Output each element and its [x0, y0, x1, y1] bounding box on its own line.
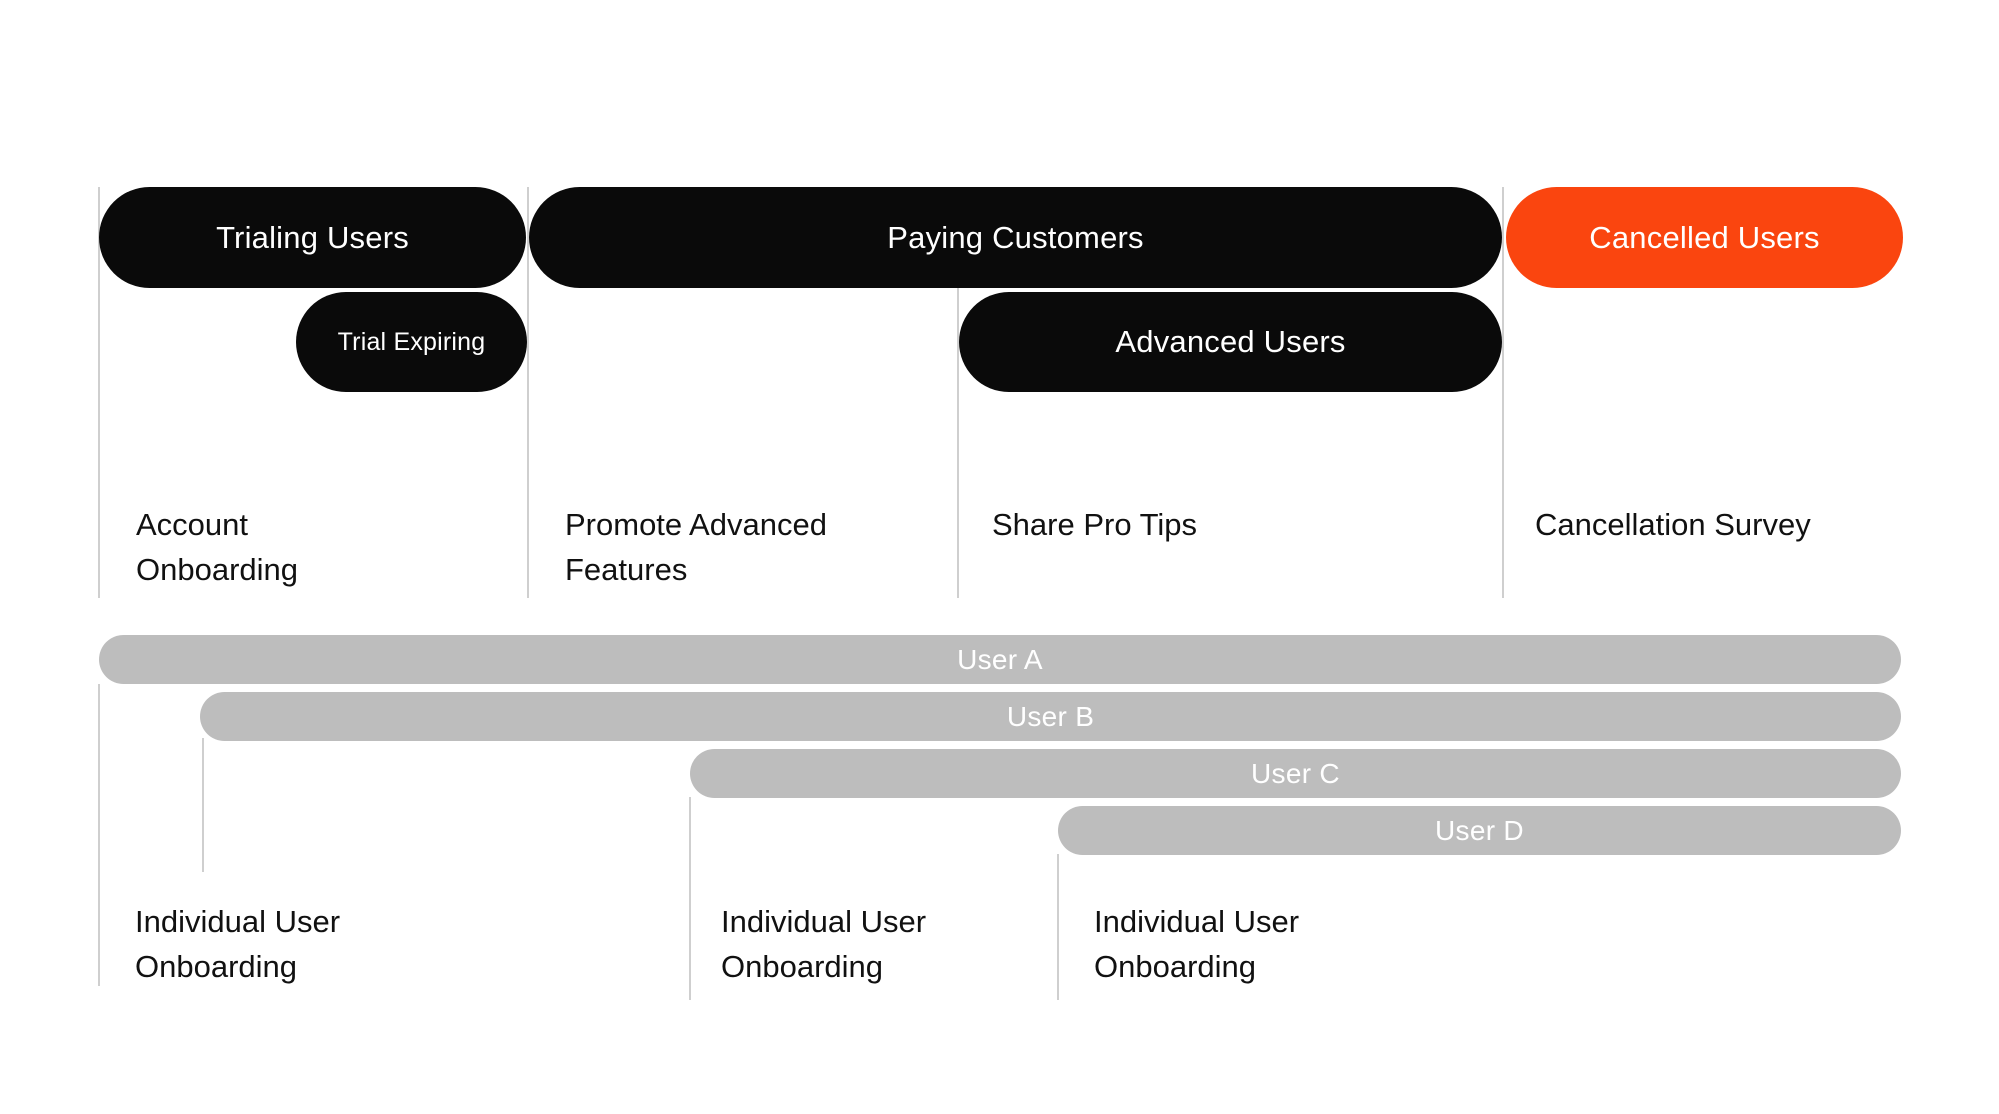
user-timeline-bar-b-label: User B [1006, 700, 1095, 732]
segment-pill-paying-customers[interactable]: Paying Customers [529, 187, 1502, 288]
segment-pill-advanced-users-label: Advanced Users [1115, 324, 1346, 359]
user-timeline-bar-a[interactable]: User A [99, 635, 1901, 684]
user-timeline-bar-b[interactable]: User B [200, 692, 1901, 741]
playbook-label-individual-onboarding-3: Individual User Onboarding [1094, 904, 1300, 984]
playbook-label-cancellation-survey: Cancellation Survey [1535, 507, 1811, 542]
playbook-label-account-onboarding: Account Onboarding [136, 507, 299, 587]
user-timeline-bar-c[interactable]: User C [690, 749, 1901, 798]
user-timeline-bar-a-label: User A [957, 643, 1043, 675]
playbook-label-individual-onboarding-1: Individual User Onboarding [135, 904, 341, 984]
segment-pill-trialing-users-label: Trialing Users [216, 219, 409, 255]
connector-line-user-b [202, 738, 204, 872]
connector-line-cancelled [1502, 187, 1504, 598]
user-timeline-bar-d[interactable]: User D [1058, 806, 1901, 855]
connector-line-user-a [98, 684, 100, 986]
playbook-label-share-pro-tips: Share Pro Tips [992, 507, 1198, 542]
playbook-label-individual-onboarding-2: Individual User Onboarding [721, 904, 927, 984]
segment-pill-trial-expiring[interactable]: Trial Expiring [296, 292, 527, 392]
segment-pill-paying-customers-label: Paying Customers [887, 219, 1144, 255]
connector-line-advanced [957, 187, 959, 598]
connector-line-user-c [689, 797, 691, 1000]
connector-line-user-d [1057, 854, 1059, 1000]
segment-pill-trial-expiring-label: Trial Expiring [337, 327, 486, 356]
segment-pill-advanced-users[interactable]: Advanced Users [959, 292, 1502, 392]
connector-line-paying [527, 187, 529, 598]
user-timeline-bar-c-label: User C [1251, 757, 1340, 789]
connector-line-trialing [98, 187, 100, 598]
segment-pill-trialing-users[interactable]: Trialing Users [99, 187, 526, 288]
playbook-label-promote-advanced-features: Promote Advanced Features [565, 507, 827, 587]
user-timeline-bar-d-label: User D [1435, 814, 1524, 846]
segment-pill-cancelled-users-label: Cancelled Users [1589, 219, 1820, 255]
segment-pill-cancelled-users[interactable]: Cancelled Users [1506, 187, 1903, 288]
